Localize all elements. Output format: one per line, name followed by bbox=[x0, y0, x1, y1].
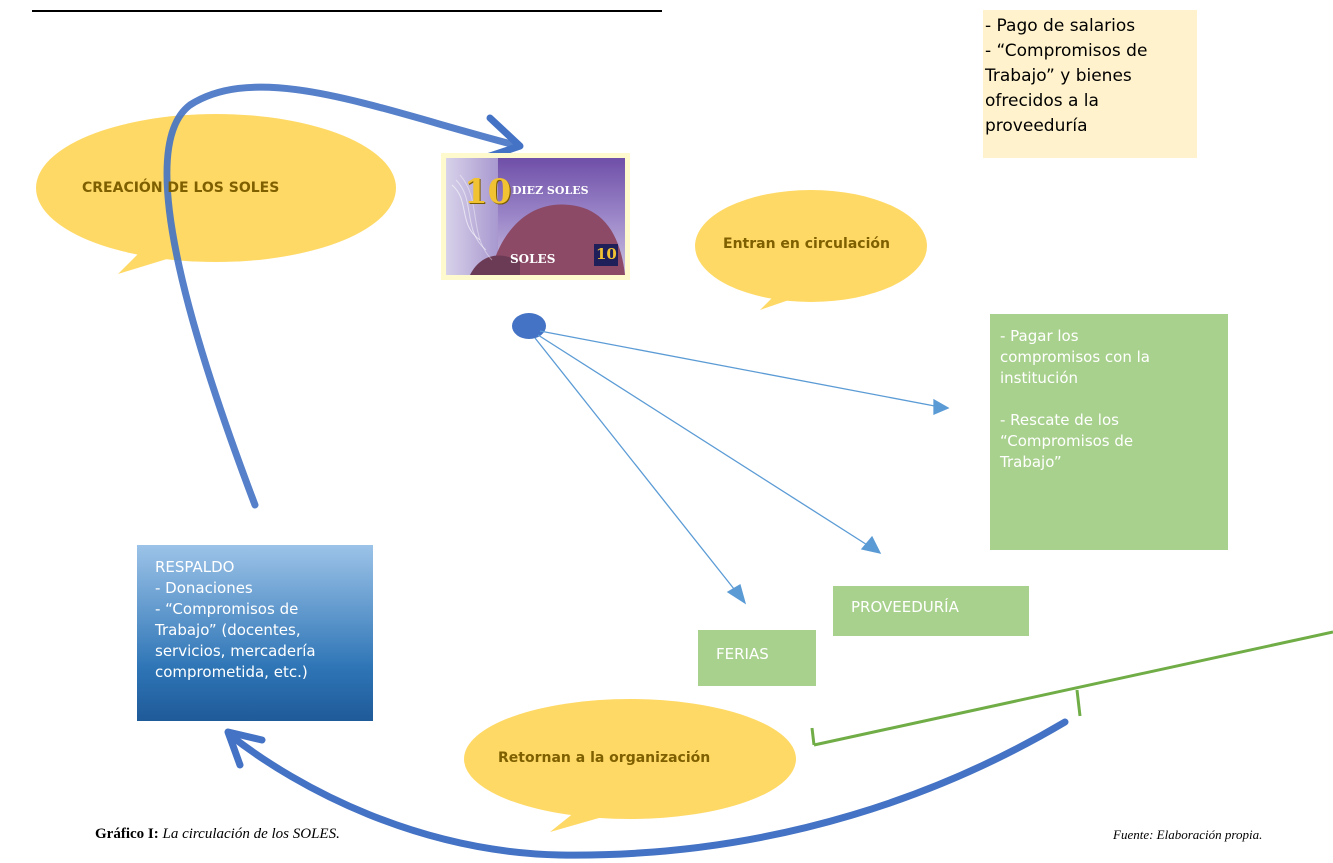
respaldo-line: - “Compromisos de bbox=[155, 600, 299, 618]
bubble-creacion-label: CREACIÓN DE LOS SOLES bbox=[82, 180, 280, 196]
salary-note-line: - Pago de salarios bbox=[985, 16, 1136, 36]
green-bracket bbox=[810, 630, 1333, 747]
respaldo-line: RESPALDO bbox=[155, 558, 235, 576]
header-underline bbox=[32, 10, 662, 12]
figure-caption: Gráfico I: La circulación de los SOLES. bbox=[95, 826, 340, 843]
bubble-retornan-label: Retornan a la organización bbox=[498, 750, 711, 766]
compromisos-line: “Compromisos de bbox=[1000, 432, 1134, 450]
arrow-return-to-respaldo bbox=[224, 718, 1069, 859]
respaldo-line: comprometida, etc.) bbox=[155, 663, 308, 681]
respaldo-box: RESPALDO - Donaciones - “Compromisos de … bbox=[137, 545, 373, 721]
salary-note-line: Trabajo” y bienes bbox=[985, 66, 1132, 86]
ferias-label: FERIAS bbox=[716, 645, 769, 663]
respaldo-line: - Donaciones bbox=[155, 579, 253, 597]
banknote-currency: SOLES bbox=[510, 252, 556, 266]
bubble-entran-label: Entran en circulación bbox=[723, 236, 890, 252]
banknote-name: DIEZ SOLES bbox=[512, 184, 589, 197]
banknote-corner-denomination: 10 bbox=[596, 245, 617, 263]
thin-arrows bbox=[534, 330, 950, 605]
compromisos-line: compromisos con la bbox=[1000, 348, 1150, 366]
salary-note-line: ofrecidos a la bbox=[985, 91, 1099, 111]
salary-note: - Pago de salarios - “Compromisos de Tra… bbox=[983, 10, 1197, 158]
banknote-denomination: 10 bbox=[464, 172, 512, 212]
arrow-creation-to-note bbox=[163, 83, 524, 509]
respaldo-line: servicios, mercadería bbox=[155, 642, 316, 660]
compromisos-line: institución bbox=[1000, 369, 1079, 387]
hub-node bbox=[512, 313, 546, 339]
compromisos-line: Trabajo” bbox=[1000, 453, 1062, 471]
ferias-box: FERIAS bbox=[698, 630, 816, 686]
proveeduria-label: PROVEEDURÍA bbox=[851, 598, 959, 616]
caption-text: La circulación de los SOLES. bbox=[162, 826, 340, 842]
salary-note-line: proveeduría bbox=[985, 116, 1088, 136]
compromisos-line: - Rescate de los bbox=[1000, 411, 1119, 429]
compromisos-line bbox=[1000, 389, 1218, 410]
caption-title: Gráfico I: bbox=[95, 826, 159, 842]
salary-note-line: - “Compromisos de bbox=[985, 41, 1148, 61]
respaldo-line: Trabajo” (docentes, bbox=[155, 621, 301, 639]
compromisos-line: - Pagar los bbox=[1000, 327, 1079, 345]
proveeduria-box: PROVEEDURÍA bbox=[833, 586, 1029, 636]
caption-source: Fuente: Elaboración propia. bbox=[1113, 827, 1263, 842]
compromisos-box: - Pagar los compromisos con la instituci… bbox=[990, 314, 1228, 550]
